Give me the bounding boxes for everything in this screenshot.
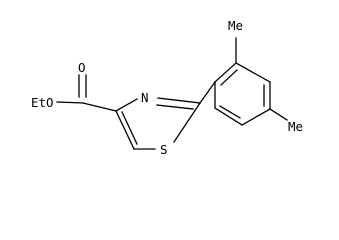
n-c2-bond [157, 97, 201, 104]
structure-diagram: EtO O N S Me Me [31, 18, 303, 157]
carbonyl-to-ring-bond [82, 102, 117, 112]
nitrogen-label: N [141, 90, 149, 105]
s-c2-bond [173, 102, 201, 143]
c4-c5-inner-bond [121, 111, 138, 145]
molecule-drawing: EtO O N S Me Me [31, 18, 303, 157]
ph-inner-3 [219, 105, 241, 119]
eto-carbonyl-bond [56, 101, 84, 104]
ph-bond-5 [214, 107, 243, 126]
n-c2-inner-bond [156, 104, 194, 110]
c2-phenyl-bond [199, 81, 216, 104]
sulfur-label: S [160, 142, 168, 157]
ph-bond-2 [235, 62, 271, 83]
methyl-bottom-bond [269, 108, 288, 121]
ph-bond-4 [241, 108, 271, 126]
ph-bond-1 [214, 62, 237, 83]
eto-label: EtO [31, 95, 54, 110]
methyl-bottom-label: Me [288, 119, 303, 134]
methyl-top-label: Me [228, 18, 243, 33]
ph-inner-1 [220, 69, 238, 86]
c4-c5-bond [115, 110, 135, 150]
carbonyl-oxygen-label: O [78, 60, 86, 75]
c4-n-bond [115, 98, 138, 112]
